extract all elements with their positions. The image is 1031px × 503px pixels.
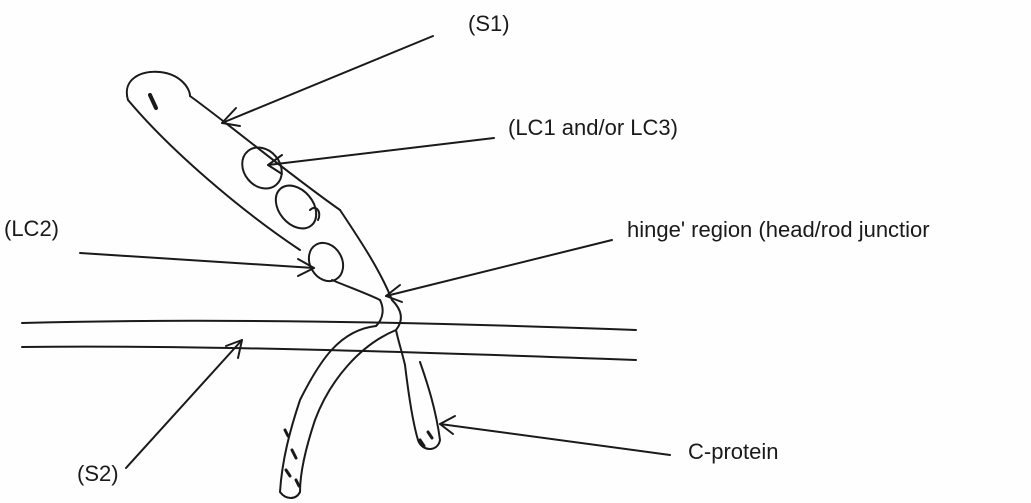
hinge-region-label: hinge' region (head/rod junctior xyxy=(627,219,930,241)
arrow-s2 xyxy=(126,340,242,468)
arrow-c-protein xyxy=(440,416,670,455)
lc2-label: (LC2) xyxy=(4,218,59,240)
c-protein-shape xyxy=(396,330,440,449)
lc1-lc3-label: (LC1 and/or LC3) xyxy=(508,117,678,139)
arrow-lc1-lc3 xyxy=(268,138,494,174)
arrow-s1 xyxy=(222,36,433,126)
neck-oval xyxy=(268,178,325,237)
arrow-lc2 xyxy=(80,253,314,276)
c-protein-label: C-protein xyxy=(688,441,778,463)
arrow-hinge xyxy=(386,240,612,302)
s1-label: (S1) xyxy=(468,13,510,35)
lc2-light-chain xyxy=(302,237,350,288)
s2-label: (S2) xyxy=(77,463,119,485)
